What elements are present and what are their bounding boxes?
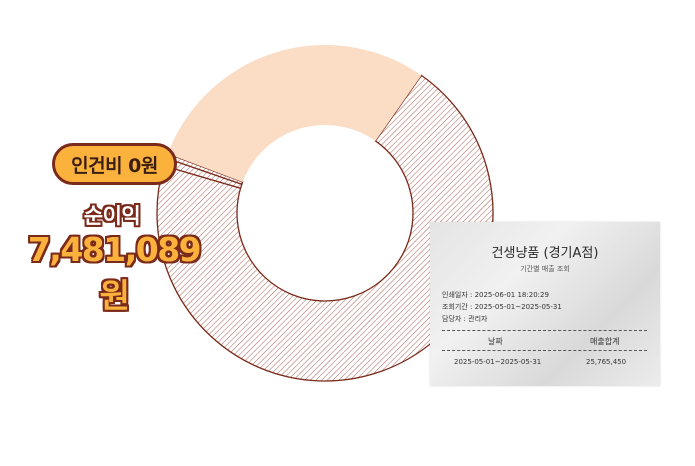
receipt-printed-at: 인쇄일자 : 2025-06-01 18:20:29 <box>442 291 549 299</box>
receipt-divider <box>442 350 647 351</box>
receipt-subtitle: 기간별 매출 조회 <box>520 265 570 273</box>
receipt-col-total: 매출합계 <box>590 337 620 346</box>
receipt-store-name: 건생냥품 (경기A점) <box>491 246 599 261</box>
net-profit-value: 7,481,089원 <box>27 230 202 315</box>
donut-slice-4 <box>167 44 422 182</box>
net-profit-label: 순이익 <box>83 204 141 228</box>
receipt-manager: 담당자 : 관리자 <box>442 315 488 323</box>
receipt-col-date: 날짜 <box>488 337 503 346</box>
receipt-divider <box>442 330 647 331</box>
receipt-row-date: 2025-05-01~2025-05-31 <box>454 358 542 366</box>
labor-cost-badge: 인건비 0원 <box>52 143 177 185</box>
sales-receipt: 건생냥품 (경기A점) 기간별 매출 조회 인쇄일자 : 2025-06-01 … <box>430 222 660 386</box>
receipt-row-total: 25,765,450 <box>586 358 627 366</box>
receipt-period: 조회기간 : 2025-05-01~2025-05-31 <box>442 303 562 311</box>
